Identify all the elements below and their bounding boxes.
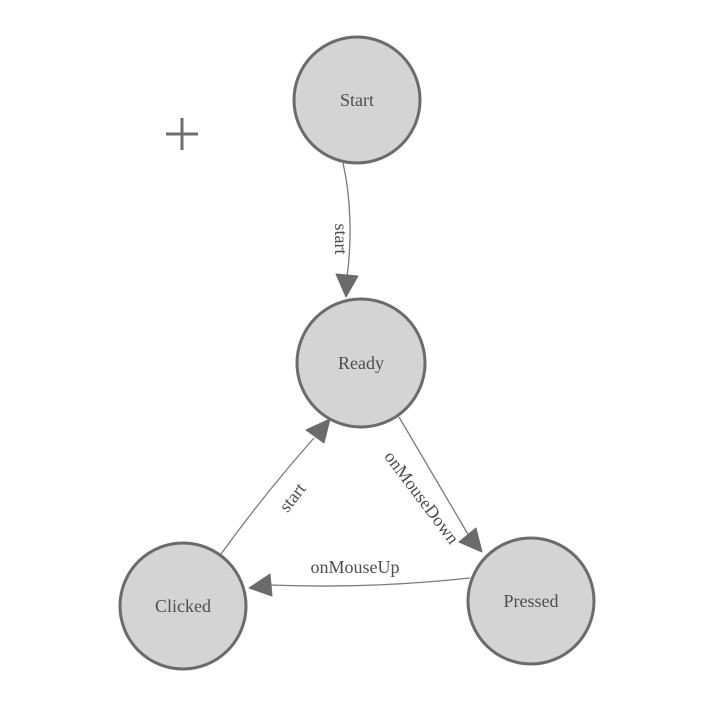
edge-line[interactable] — [220, 437, 315, 555]
edge-label[interactable]: onMouseUp — [311, 557, 400, 577]
edge-label[interactable]: onMouseDown — [380, 447, 463, 548]
edge-line[interactable] — [398, 416, 470, 537]
state-circle[interactable] — [118, 541, 248, 671]
edge-label[interactable]: start — [331, 224, 351, 255]
transition-pressed-clicked[interactable]: onMouseUp — [248, 557, 471, 597]
edge-line[interactable] — [269, 577, 471, 587]
transition-clicked-ready[interactable]: start — [220, 418, 331, 555]
transition-ready-pressed[interactable]: onMouseDown — [380, 416, 483, 553]
state-label: Pressed — [504, 591, 559, 611]
state-circle[interactable] — [295, 297, 427, 429]
arrowhead — [248, 573, 273, 597]
state-node-clicked[interactable]: Clicked — [118, 541, 248, 671]
edge-line[interactable] — [342, 162, 351, 278]
state-label: Ready — [338, 353, 384, 373]
edge-label[interactable]: start — [275, 479, 310, 516]
transition-start-ready[interactable]: start — [331, 162, 359, 298]
arrowhead — [305, 418, 331, 444]
arrowhead — [458, 527, 483, 553]
plus-icon — [166, 118, 198, 150]
state-label: Clicked — [155, 596, 211, 616]
state-node-start[interactable]: Start — [292, 35, 422, 165]
state-node-pressed[interactable]: Pressed — [466, 536, 596, 666]
state-circle[interactable] — [292, 35, 422, 165]
state-label: Start — [340, 90, 374, 110]
arrowhead — [335, 273, 359, 298]
state-circle[interactable] — [466, 536, 596, 666]
state-node-ready[interactable]: Ready — [295, 297, 427, 429]
